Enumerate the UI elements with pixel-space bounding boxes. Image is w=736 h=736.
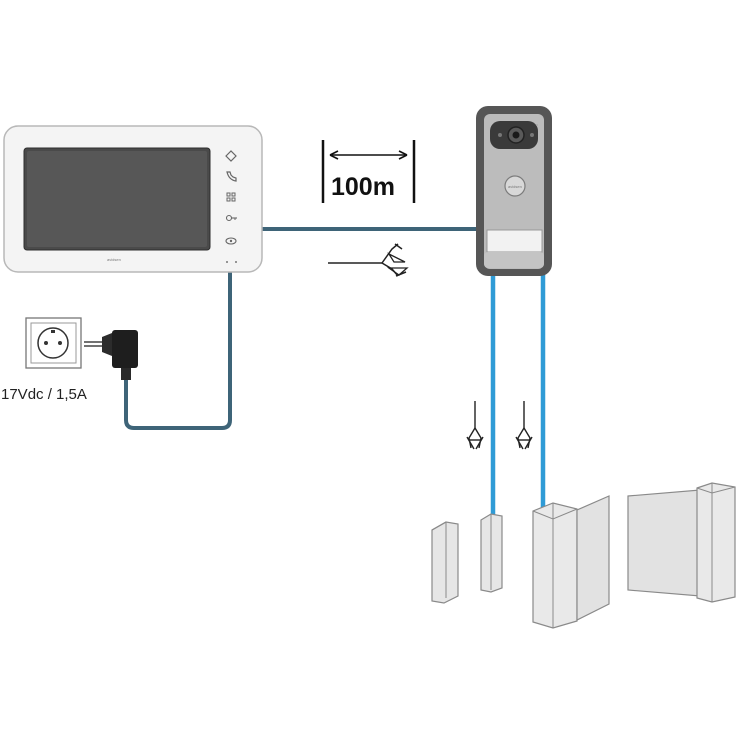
power-adapter <box>84 330 138 380</box>
electric-door-lock <box>431 513 503 604</box>
scissors-cut-wire-icon <box>328 243 409 277</box>
doorbell-unit: avidsen <box>476 106 552 276</box>
key-icon[interactable] <box>225 214 238 222</box>
power-cable <box>124 268 232 430</box>
scissors-cut-wire-icon <box>515 401 533 450</box>
home-icon[interactable] <box>225 150 237 162</box>
doorbell-call-button[interactable] <box>504 175 526 197</box>
eye-icon[interactable] <box>225 237 237 245</box>
wall-socket <box>25 317 82 369</box>
monitor-brand-label: avidsen <box>107 257 121 262</box>
doorbell-name-plate <box>486 229 543 253</box>
video-monitor: avidsen <box>3 125 263 273</box>
scissors-cut-wire-icon <box>466 401 484 450</box>
distance-label: 100m <box>331 173 395 201</box>
distance-indicator: 100m <box>321 140 416 203</box>
power-supply-label: 17Vdc / 1,5A <box>1 386 87 403</box>
motorized-gate <box>532 482 736 629</box>
phone-icon[interactable] <box>226 171 237 182</box>
grid-icon[interactable] <box>226 192 236 202</box>
doorbell-brand-label: avidsen <box>508 184 522 189</box>
